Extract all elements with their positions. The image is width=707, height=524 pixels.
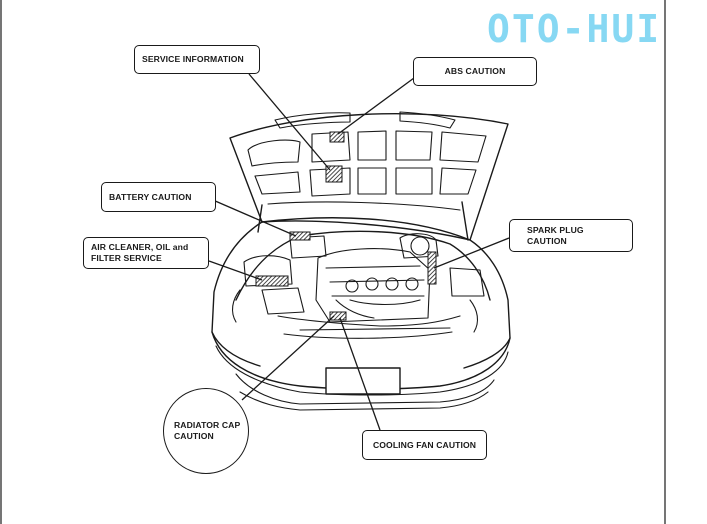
grille (283, 331, 453, 339)
battery-caution-label: BATTERY CAUTION (101, 182, 216, 212)
watermark-logo: OTO-HUI (487, 7, 662, 51)
windshield-line (261, 217, 471, 241)
abs-caution-sticker (329, 131, 345, 143)
hood-prop-left (257, 204, 263, 233)
car-illustration (211, 111, 511, 411)
right-fender (463, 239, 511, 369)
radiator-cap-label: RADIATOR CAP CAUTION (163, 388, 249, 474)
air-cleaner-sticker (255, 275, 289, 287)
hood-prop-right (461, 201, 469, 241)
left-fender (211, 221, 263, 367)
spark-plug-sticker (427, 251, 437, 285)
abs-caution-label: ABS CAUTION (413, 57, 537, 86)
air-cleaner-label: AIR CLEANER, OIL and FILTER SERVICE (83, 237, 209, 269)
engine-bay (235, 230, 491, 301)
cooling-fan-label: COOLING FAN CAUTION (362, 430, 487, 460)
service-information-label: SERVICE INFORMATION (134, 45, 260, 74)
leader-lines (205, 73, 510, 431)
hood-panels (247, 111, 487, 211)
radiator-sticker (329, 311, 347, 321)
spark-plug-label: SPARK PLUG CAUTION (509, 219, 633, 252)
engine-block (231, 233, 485, 333)
hood (229, 112, 509, 241)
battery-sticker (289, 231, 311, 241)
